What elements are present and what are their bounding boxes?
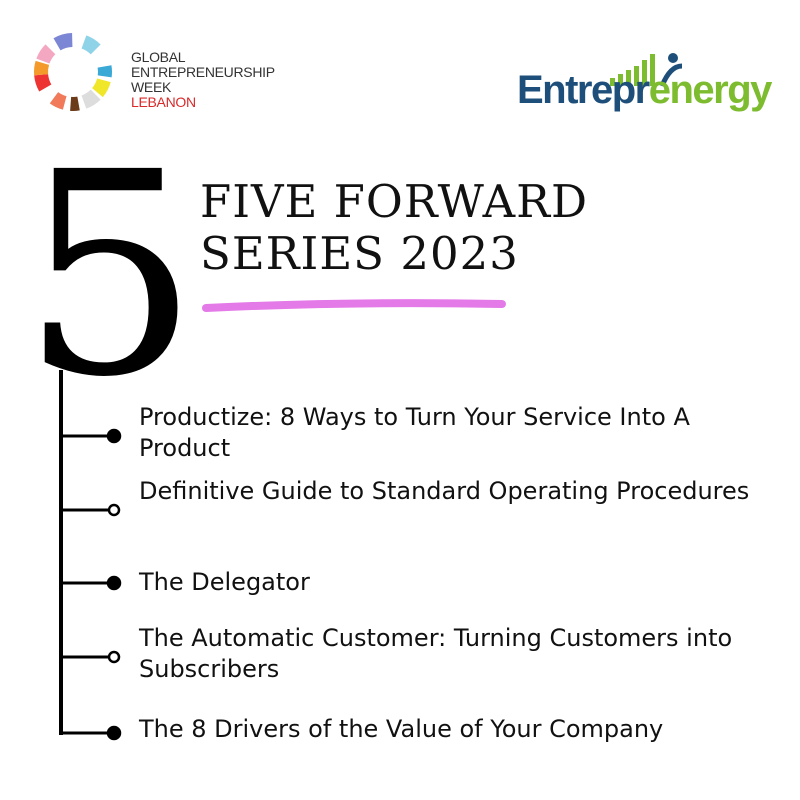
gew-line: WEEK [131, 79, 172, 95]
logo-part: Entrepr [517, 68, 650, 112]
list-item: Productize: 8 Ways to Turn Your Service … [139, 403, 690, 462]
logo-part: e [648, 68, 671, 112]
filled-bullet-icon [106, 725, 122, 741]
gew-line: LEBANON [131, 94, 196, 110]
gew-logo-text: GLOBAL ENTREPRENEURSHIP WEEK LEBANON [131, 50, 275, 110]
gew-line: ENTREPRENEURSHIP [131, 64, 275, 80]
gew-ring-logo [33, 32, 112, 111]
growth-bars-icon [610, 53, 683, 87]
list-item: The Automatic Customer: Turning Customer… [139, 624, 733, 683]
logo-part: nergy [669, 68, 773, 112]
list-item: The Delegator [139, 568, 310, 596]
list-item: The 8 Drivers of the Value of Your Compa… [139, 715, 664, 743]
gew-line: GLOBAL [131, 49, 186, 65]
title-line-1: FIVE FORWARD [200, 175, 589, 228]
filled-bullet-icon [106, 428, 122, 444]
filled-bullet-icon [106, 575, 122, 591]
title-line-2: SERIES 2023 [200, 227, 519, 280]
brush-underline [202, 299, 506, 312]
entreprenergy-logo: Entreprenergy [515, 48, 777, 118]
hollow-bullet-icon [107, 650, 121, 664]
numeral-text: 5 [40, 150, 180, 390]
hollow-bullet-icon [107, 503, 121, 517]
page-title: FIVE FORWARD SERIES 2023 [200, 176, 588, 280]
list-item: Definitive Guide to Standard Operating P… [139, 477, 750, 505]
numeral-five: 5 [40, 150, 180, 390]
